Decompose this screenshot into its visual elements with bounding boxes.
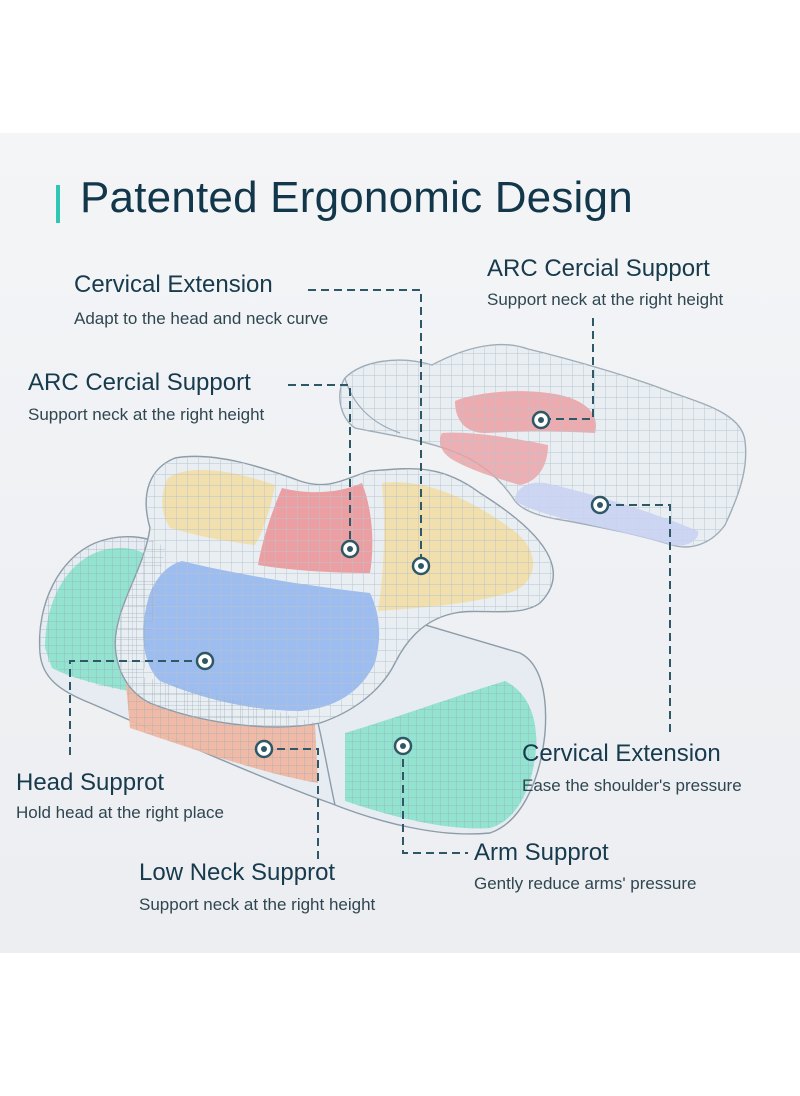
back-pillow-underside [515, 482, 699, 546]
leader-cervical-back [603, 504, 671, 733]
pillow-illustration [38, 289, 747, 861]
callout-arc-front-subtext: Support neck at the right height [28, 405, 265, 424]
callout-cervical-back-subtext: Ease the shoulder's pressure [522, 776, 742, 795]
dot-arc-back [531, 410, 551, 430]
callout-cervical-front-heading: Cervical Extension [74, 271, 273, 298]
dot-arm [393, 736, 413, 756]
callout-head-heading: Head Supprot [16, 769, 165, 796]
callout-arm-heading: Arm Supprot [474, 839, 609, 866]
callout-cervical-front-subtext: Adapt to the head and neck curve [74, 309, 329, 328]
dot-low-neck [254, 739, 274, 759]
leader-arm [402, 746, 468, 854]
back-pillow [339, 343, 747, 548]
leader-head [69, 660, 205, 758]
callout-low-neck-subtext: Support neck at the right height [139, 895, 376, 914]
callout-arc-back-subtext: Support neck at the right height [487, 290, 724, 309]
dot-cervical-back [590, 495, 610, 515]
callout-cervical-back-heading: Cervical Extension [522, 740, 721, 767]
front-pillow [38, 455, 554, 835]
dot-arc-front [340, 539, 360, 559]
leader-lines [69, 289, 671, 861]
dot-cervical-front [411, 556, 431, 576]
marker-dots [195, 410, 610, 759]
dot-head [195, 651, 215, 671]
callout-head-subtext: Hold head at the right place [16, 803, 224, 822]
leader-arc-front [288, 384, 351, 549]
callout-arc-back-heading: ARC Cercial Support [487, 255, 710, 282]
leader-arc-back [543, 318, 594, 420]
title-accent-bar [56, 185, 60, 223]
page-title: Patented Ergonomic Design [80, 173, 633, 222]
callout-arm-subtext: Gently reduce arms' pressure [474, 874, 697, 893]
leader-low-neck [264, 748, 319, 861]
callout-arc-front-heading: ARC Cercial Support [28, 369, 251, 396]
callout-low-neck-heading: Low Neck Supprot [139, 859, 336, 886]
infographic-panel: Patented Ergonomic Design Cervical Exten… [0, 133, 800, 953]
